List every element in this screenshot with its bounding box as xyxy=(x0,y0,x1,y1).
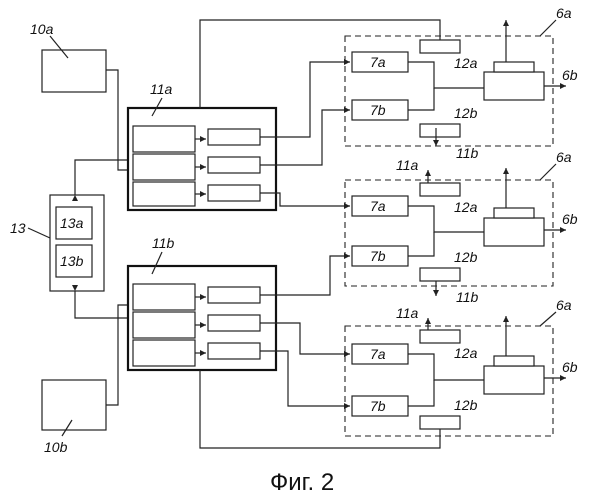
svg-text:12a: 12a xyxy=(454,345,478,361)
sensor-12b-1 xyxy=(420,124,460,137)
svg-text:11a: 11a xyxy=(396,305,419,321)
label-13b: 13b xyxy=(60,253,84,269)
svg-text:12b: 12b xyxy=(454,397,478,413)
label-10a: 10a xyxy=(30,21,54,37)
label-10b: 10b xyxy=(44,439,68,455)
svg-text:7a: 7a xyxy=(370,54,386,70)
sensor-12a-3 xyxy=(420,330,460,343)
gearbox-6b-2 xyxy=(484,218,544,246)
gearbox-6b-1 xyxy=(484,72,544,100)
svg-text:7b: 7b xyxy=(370,398,386,414)
svg-text:12a: 12a xyxy=(454,55,478,71)
block-10b xyxy=(42,380,106,430)
svg-text:12b: 12b xyxy=(454,249,478,265)
svg-text:12b: 12b xyxy=(454,105,478,121)
svg-text:11a: 11a xyxy=(396,157,419,173)
gearbox-6b-3 xyxy=(484,366,544,394)
svg-text:6b: 6b xyxy=(562,67,578,83)
svg-text:7a: 7a xyxy=(370,346,386,362)
svg-text:6a: 6a xyxy=(556,149,572,165)
svg-text:6b: 6b xyxy=(562,359,578,375)
sensor-12a-2 xyxy=(420,183,460,196)
label-11a: 11a xyxy=(150,81,173,97)
svg-text:7b: 7b xyxy=(370,248,386,264)
figure-caption: Фиг. 2 xyxy=(270,469,334,496)
label-13a: 13a xyxy=(60,215,84,231)
svg-text:7b: 7b xyxy=(370,102,386,118)
svg-text:6a: 6a xyxy=(556,5,572,21)
svg-text:11b: 11b xyxy=(456,289,479,305)
label-13: 13 xyxy=(10,220,26,236)
sensor-12a-1 xyxy=(420,40,460,53)
sensor-12b-3 xyxy=(420,416,460,429)
svg-text:11b: 11b xyxy=(456,145,479,161)
block-10a xyxy=(42,50,106,92)
svg-text:6a: 6a xyxy=(556,297,572,313)
svg-text:12a: 12a xyxy=(454,199,478,215)
svg-text:6b: 6b xyxy=(562,211,578,227)
label-11b: 11b xyxy=(152,235,175,251)
sensor-12b-2 xyxy=(420,268,460,281)
svg-text:7a: 7a xyxy=(370,198,386,214)
